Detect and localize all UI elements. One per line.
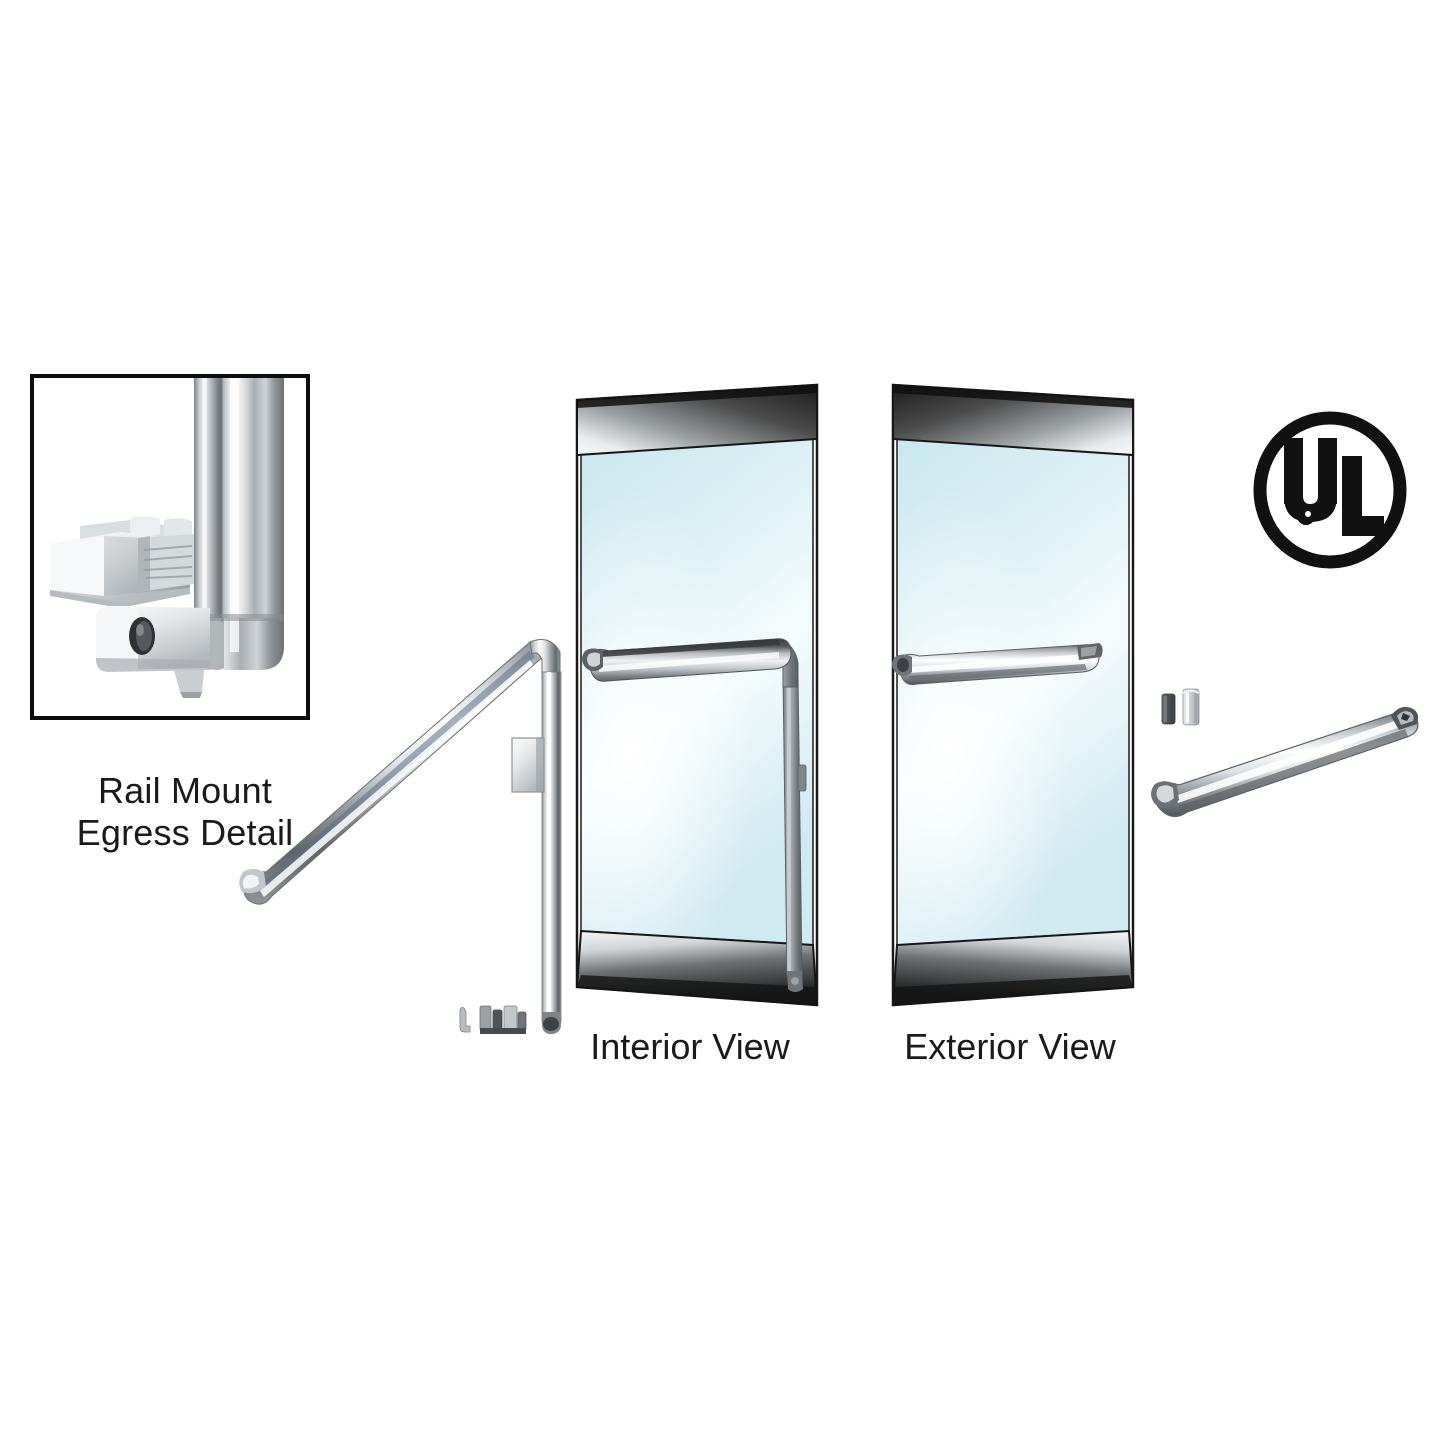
exterior-door-panel	[855, 375, 1155, 1025]
rail-mount-egress-detail-caption: Rail Mount Egress Detail	[76, 770, 294, 853]
interior-door-panel	[555, 375, 855, 1025]
ul-letter-l	[1342, 456, 1384, 536]
rail-mount-bracket-illustration	[50, 378, 284, 698]
spacer-parts-group	[1158, 684, 1218, 736]
exterior-glass-panel	[896, 436, 1130, 946]
gasket-spacer-dark	[1161, 693, 1176, 725]
rail-latch-hardware	[459, 1005, 527, 1034]
rail-angled-arm	[239, 641, 547, 905]
mounting-block	[50, 516, 194, 608]
rail-mounting-bracket	[511, 737, 545, 793]
exterior-top-rail	[892, 383, 1134, 457]
interior-panic-exit-rail	[582, 638, 807, 992]
chrome-spacer-light	[1182, 688, 1200, 726]
interior-top-rail	[576, 383, 818, 457]
ul-certification-mark: UL	[1250, 410, 1410, 570]
interior-glass-panel	[580, 436, 814, 946]
rail-mount-egress-detail-inset	[30, 374, 310, 720]
exterior-bottom-rail	[891, 929, 1135, 1007]
exterior-view-caption: Exterior View	[904, 1026, 1116, 1067]
interior-view-caption: Interior View	[590, 1026, 790, 1067]
exterior-pull-handle	[892, 643, 1103, 686]
rail-assembly-illustration	[230, 620, 570, 1050]
interior-bottom-rail	[575, 929, 819, 1007]
lower-clamp-arm	[96, 606, 210, 698]
rail-vertical-rod	[541, 671, 562, 1034]
pull-handle-part	[1145, 700, 1430, 840]
